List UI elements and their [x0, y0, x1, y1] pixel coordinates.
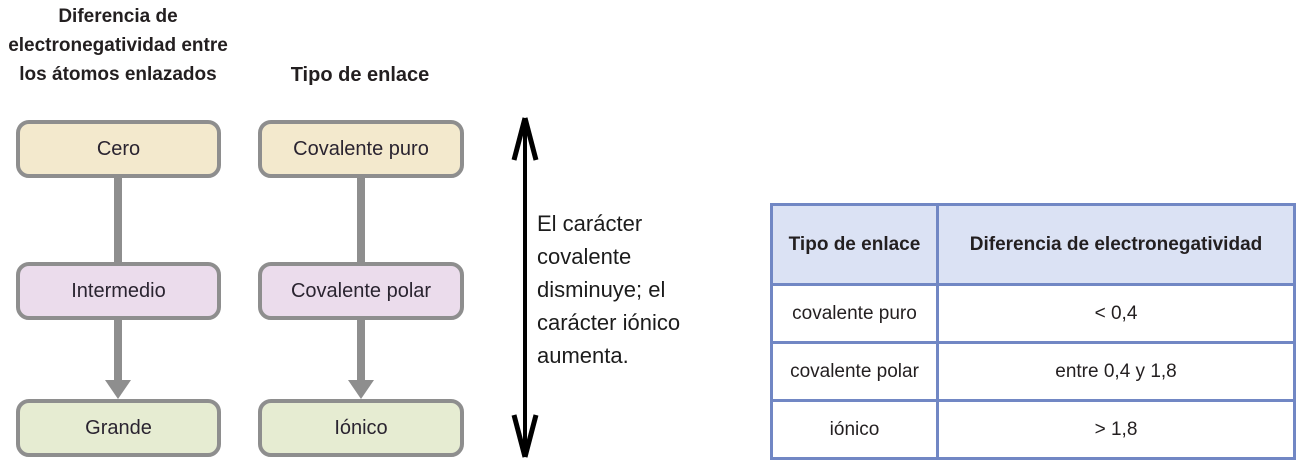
- connector-line-col2-top: [357, 175, 365, 264]
- column2-header: Tipo de enlace: [290, 64, 430, 86]
- down-arrowhead-icon-col1: [105, 380, 131, 399]
- table-header-diferencia: Diferencia de electronegatividad: [936, 203, 1296, 286]
- column1-header: Diferencia de electronegatividad entre l…: [8, 6, 228, 85]
- table-cell-bond-type: covalente polar: [770, 341, 939, 402]
- table-cell-en-range: < 0,4: [936, 283, 1296, 344]
- connector-line-col1-top: [114, 175, 122, 264]
- connector-line-col1-bottom: [114, 318, 122, 382]
- table-header-row: Tipo de enlace Diferencia de electronega…: [770, 203, 1296, 286]
- table-header-tipo-de-enlace: Tipo de enlace: [770, 203, 939, 286]
- flow-box-grande: Grande: [16, 399, 221, 457]
- table-cell-bond-type: iónico: [770, 399, 939, 460]
- annotation-text: El carácter covalente disminuye; el cará…: [537, 211, 681, 368]
- flow-box-covalente-polar: Covalente polar: [258, 262, 464, 320]
- down-arrowhead-icon-col2: [348, 380, 374, 399]
- flow-box-ionico: Iónico: [258, 399, 464, 457]
- electronegativity-table: Tipo de enlace Diferencia de electronega…: [770, 203, 1296, 460]
- table-row: iónico > 1,8: [770, 399, 1296, 460]
- table-row: covalente puro < 0,4: [770, 283, 1296, 344]
- flow-box-intermedio: Intermedio: [16, 262, 221, 320]
- table-cell-en-range: > 1,8: [936, 399, 1296, 460]
- flow-box-cero: Cero: [16, 120, 221, 178]
- table-cell-en-range: entre 0,4 y 1,8: [936, 341, 1296, 402]
- flow-box-covalente-puro: Covalente puro: [258, 120, 464, 178]
- table-cell-bond-type: covalente puro: [770, 283, 939, 344]
- table-row: covalente polar entre 0,4 y 1,8: [770, 341, 1296, 402]
- connector-line-col2-bottom: [357, 318, 365, 382]
- double-arrow-icon: [511, 117, 539, 458]
